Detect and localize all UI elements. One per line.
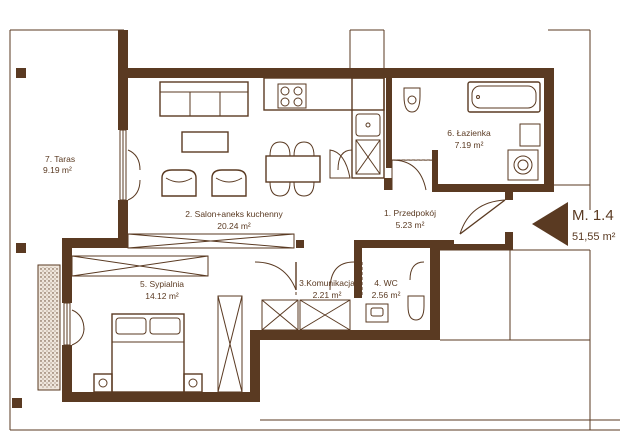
label-lazienka-name: 6. Łazienka	[447, 128, 491, 138]
label-wc-area: 2.56 m²	[372, 290, 401, 300]
doors	[254, 149, 506, 296]
wardrobes	[71, 233, 351, 393]
kitchen	[263, 77, 385, 179]
label-taras-area: 9.19 m²	[43, 165, 72, 175]
unit-number: M. 1.4	[572, 207, 614, 224]
label-sypialnia-area: 14.12 m²	[145, 291, 179, 301]
windows	[63, 129, 141, 346]
unit-pointer-triangle	[532, 202, 568, 246]
label-komunikacja-name: 3.Komunikacja	[299, 278, 355, 288]
label-lazienka-area: 7.19 m²	[455, 140, 484, 150]
label-salon-name: 2. Salon+aneks kuchenny	[185, 209, 283, 219]
unit-marker: M. 1.4 51,55 m²	[532, 202, 616, 246]
label-wc-name: 4. WC	[374, 278, 398, 288]
balcony-railing	[37, 264, 61, 391]
room-labels: 7. Taras 9.19 m² 2. Salon+aneks kuchenny…	[43, 128, 491, 301]
bathroom-fixtures	[403, 81, 541, 181]
unit-area: 51,55 m²	[572, 231, 616, 243]
label-sypialnia-name: 5. Sypialnia	[140, 279, 184, 289]
label-przedpokoj-area: 5.23 m²	[396, 220, 425, 230]
label-taras-name: 7. Taras	[45, 154, 75, 164]
walls	[62, 30, 554, 402]
label-komunikacja-area: 2.21 m²	[313, 290, 342, 300]
bedroom-furniture	[93, 313, 203, 393]
living-furniture	[159, 81, 321, 197]
label-salon-area: 20.24 m²	[217, 221, 251, 231]
terrace-posts	[12, 68, 26, 408]
wc-fixtures	[365, 295, 425, 323]
label-przedpokoj-name: 1. Przedpokój	[384, 208, 436, 218]
building-outline	[9, 29, 620, 431]
